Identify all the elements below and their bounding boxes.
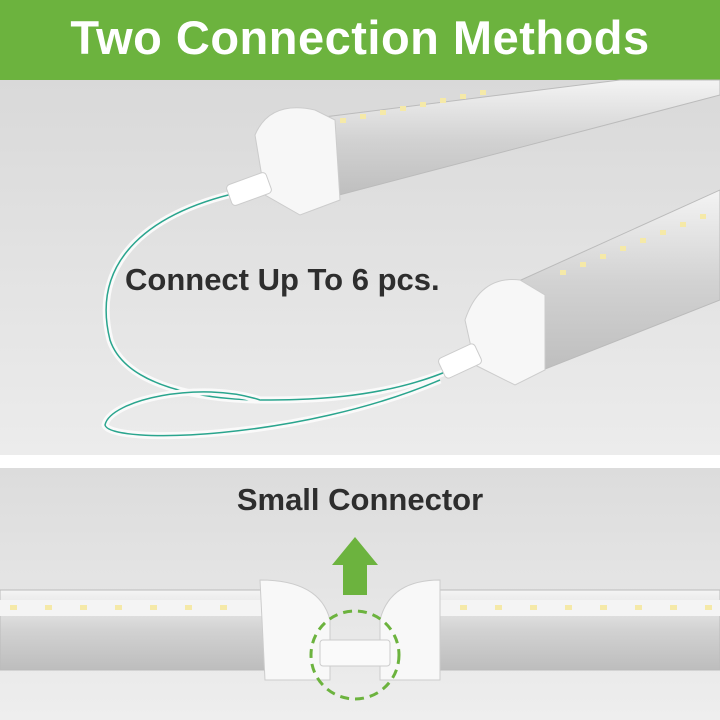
header-banner: Two Connection Methods (0, 0, 720, 80)
connection-cable (101, 172, 482, 440)
led-tube-right (439, 589, 720, 671)
plug (226, 172, 272, 206)
led-tube-upper (254, 79, 720, 216)
led-tube-lower (464, 189, 720, 386)
page-title: Two Connection Methods (70, 11, 650, 64)
arrow-up-icon (332, 537, 378, 595)
small-connector-caption: Small Connector (236, 482, 484, 517)
small-connector (319, 639, 391, 667)
led-tube-left (0, 589, 266, 671)
led-strip (560, 214, 706, 275)
divider (0, 455, 720, 468)
end-cap (254, 107, 341, 216)
connect-caption: Connect Up To 6 pcs. (125, 262, 440, 297)
led-strip (340, 90, 486, 123)
end-cap-left (259, 579, 331, 681)
highlight-circle (309, 609, 401, 701)
end-cap (464, 279, 546, 386)
plug (438, 343, 482, 379)
